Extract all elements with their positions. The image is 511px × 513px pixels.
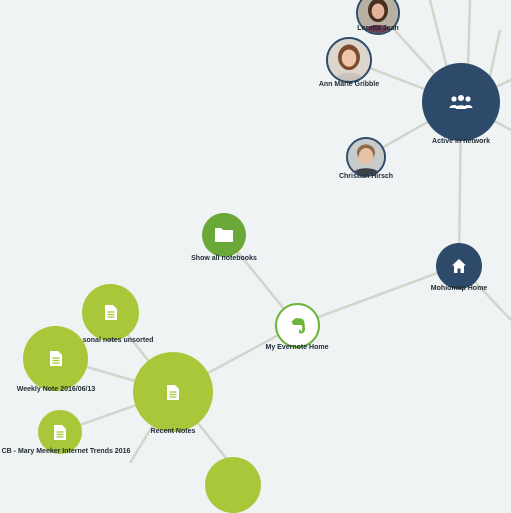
active-in-network-button[interactable] bbox=[422, 63, 500, 141]
person-photo-icon bbox=[328, 39, 370, 81]
mary-meeker-note-button[interactable] bbox=[38, 410, 82, 454]
my-evernote-home-button[interactable] bbox=[275, 303, 320, 348]
node-label: Ann Marie Gribble bbox=[318, 81, 380, 88]
node-label: My Evernote Home bbox=[265, 344, 329, 351]
document-icon bbox=[49, 351, 62, 366]
person-photo-icon bbox=[358, 0, 398, 33]
node-label: Weekly Note 2016/06/13 bbox=[16, 386, 96, 393]
partial-note-node[interactable] bbox=[205, 457, 261, 513]
personal-notes-unsorted-button[interactable] bbox=[82, 284, 139, 341]
folder-icon bbox=[215, 228, 233, 242]
node-label: CB - Mary Meeker Internet Trends 2016 bbox=[1, 448, 131, 455]
weekly-note-button[interactable] bbox=[23, 326, 88, 391]
person-photo-icon bbox=[348, 139, 384, 175]
document-icon bbox=[104, 305, 117, 320]
avatar[interactable] bbox=[356, 0, 400, 35]
evernote-elephant-icon bbox=[290, 317, 305, 333]
avatar[interactable] bbox=[346, 137, 386, 177]
node-label: Loretta Jean bbox=[357, 25, 399, 32]
node-label: Recent Notes bbox=[150, 428, 196, 435]
node-label: sonal notes unsorted bbox=[82, 337, 154, 344]
recent-notes-button[interactable] bbox=[133, 352, 213, 432]
avatar[interactable] bbox=[326, 37, 372, 83]
node-label: Christian Hirsch bbox=[338, 173, 394, 180]
node-label: Show all notebooks bbox=[191, 255, 257, 262]
document-icon bbox=[54, 424, 66, 440]
graph-edges bbox=[55, 0, 511, 463]
mohiomap-home-button[interactable] bbox=[436, 243, 482, 289]
document-icon bbox=[167, 384, 179, 400]
node-label: Mohiomap Home bbox=[430, 285, 488, 292]
home-icon bbox=[452, 259, 466, 273]
show-all-notebooks-button[interactable] bbox=[202, 213, 246, 257]
people-icon bbox=[449, 95, 473, 109]
node-label: Active in network bbox=[432, 138, 490, 145]
